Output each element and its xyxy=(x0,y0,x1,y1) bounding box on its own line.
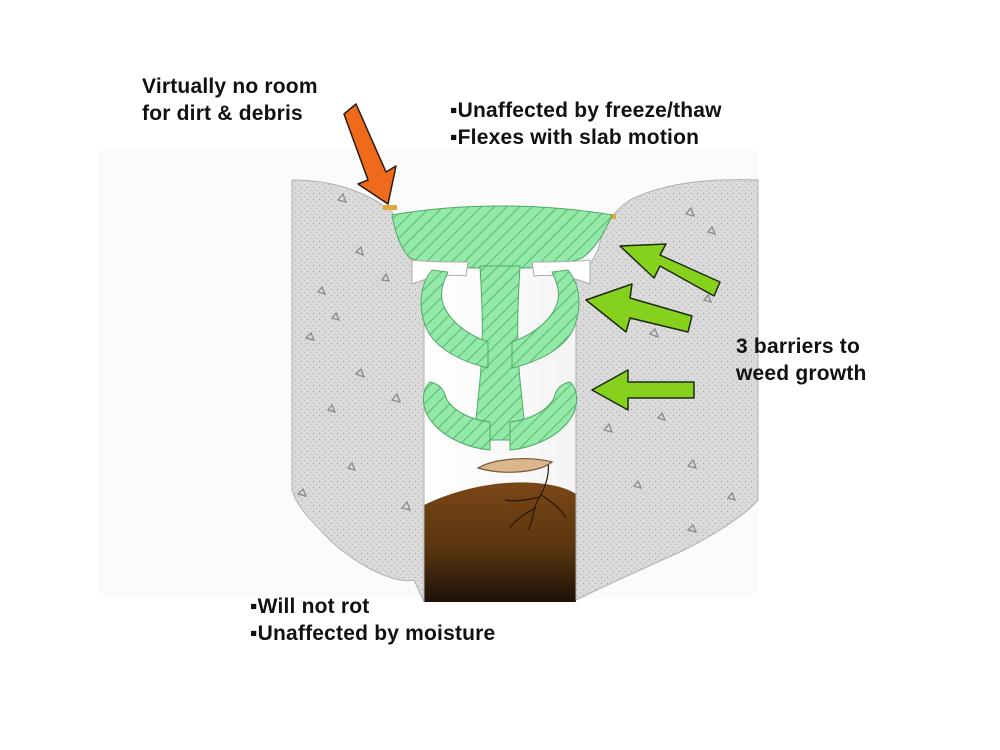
rot-moisture-label: ▪Will not rot ▪Unaffected by moisture xyxy=(250,593,495,647)
seal-fin-upper-left xyxy=(420,269,489,369)
seal-fin-upper-right xyxy=(511,269,580,369)
barriers-label: 3 barriers to weed growth xyxy=(736,333,867,387)
rot-line: ▪Will not rot xyxy=(250,595,370,618)
debris-strip-left xyxy=(383,205,397,210)
barriers-label-line-2: weed growth xyxy=(736,362,867,385)
freeze-thaw-line: ▪Unaffected by freeze/thaw xyxy=(450,99,722,122)
seal-fin-lower-left xyxy=(423,381,491,451)
green-arrow-top xyxy=(619,243,721,297)
seed xyxy=(476,458,554,473)
green-arrow-middle xyxy=(585,283,693,333)
roots xyxy=(504,461,567,531)
seal-cap xyxy=(391,205,613,269)
flexes-line: ▪Flexes with slab motion xyxy=(450,126,700,149)
debris-label-line-1: Virtually no room xyxy=(142,75,318,98)
moisture-line: ▪Unaffected by moisture xyxy=(250,622,496,645)
debris-label: Virtually no room for dirt & debris xyxy=(142,73,318,127)
barriers-label-line-1: 3 barriers to xyxy=(736,335,860,358)
left-concrete-slab xyxy=(291,179,425,603)
freeze-thaw-label: ▪Unaffected by freeze/thaw ▪Flexes with … xyxy=(450,97,722,151)
seal-fin-lower-right xyxy=(509,381,577,451)
orange-arrow xyxy=(343,103,397,205)
soil xyxy=(424,482,576,602)
green-arrow-bottom xyxy=(591,369,695,411)
aggregate-marks xyxy=(296,192,737,533)
debris-label-line-2: for dirt & debris xyxy=(142,102,303,125)
